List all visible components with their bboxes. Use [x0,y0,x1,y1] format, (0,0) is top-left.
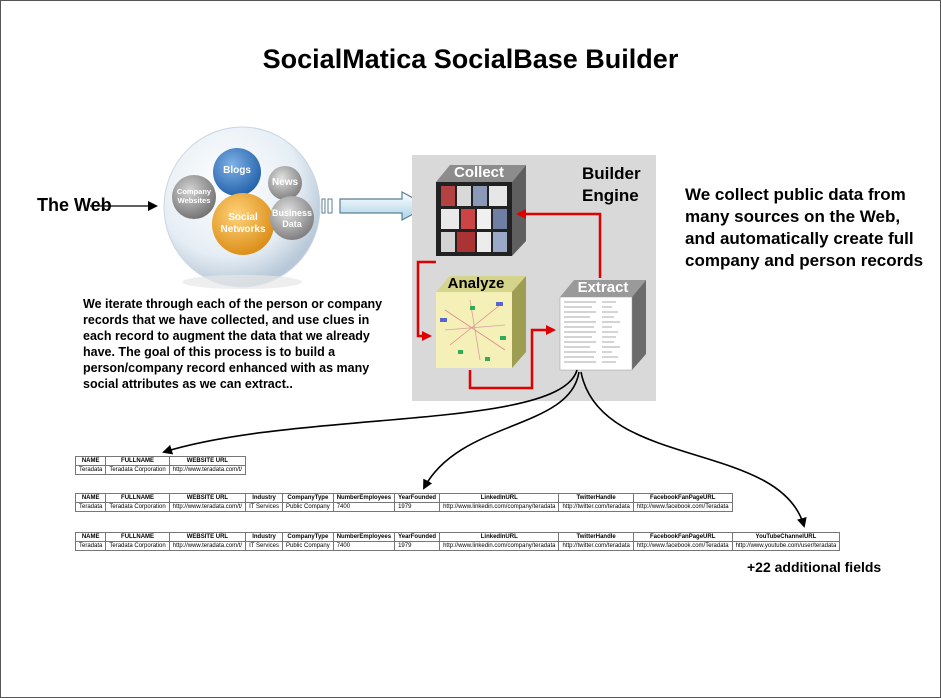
collect-to-analyze-arrow [416,260,436,341]
column-header: Industry [245,532,284,542]
column-header: CompanyType [282,493,334,503]
table-row: Teradata Teradata Corporation http://www… [74,541,841,551]
table-header-row: NAME FULLNAME WEBSITE URL Industry Compa… [74,532,841,542]
column-header: NumberEmployees [332,493,396,503]
column-header: NAME [74,493,107,503]
collect-description: We collect public data from many sources… [685,185,924,270]
business-data-label: Business Data [271,208,313,229]
column-header: FULLNAME [105,532,170,542]
analyze-cube [436,276,526,368]
column-header: NAME [74,456,107,466]
additional-fields-note: +22 additional fields [747,559,882,575]
table-header-row: NAME FULLNAME WEBSITE URL Industry Compa… [74,493,733,503]
column-header: YearFounded [394,493,441,503]
table-cell: http://www.facebook.com/Teradata [632,502,733,512]
news-bubble-icon [268,166,302,200]
table-cell: Public Company [282,502,334,512]
business-data-bubble-icon [270,196,314,240]
column-header: TwitterHandle [558,532,634,542]
column-header: FULLNAME [105,493,170,503]
web-label: The Web [37,195,112,215]
table-cell: http://www.teradata.com/t/ [168,541,247,551]
table-cell: http://www.linkedin.com/company/teradata [439,541,560,551]
table-cell: 1979 [394,541,441,551]
column-header: TwitterHandle [558,493,634,503]
output-arrow-basic [162,369,578,455]
table-cell: 7400 [332,541,396,551]
extract-label: Extract [577,279,629,296]
analyze-label: Analyze [447,275,505,292]
record-table-basic: NAME FULLNAME WEBSITE URL Teradata Terad… [74,456,247,475]
extract-to-collect-arrow [516,209,602,278]
company-websites-bubble-icon [172,175,216,219]
table-header-row: NAME FULLNAME WEBSITE URL [74,456,247,466]
column-header: WEBSITE URL [168,493,247,503]
table-cell: http://www.linkedin.com/company/teradata [439,502,560,512]
table-cell: Teradata Corporation [105,541,170,551]
table-cell: Teradata [74,465,107,475]
output-arrow-extended [423,371,580,490]
analyze-to-extract-arrow [468,325,556,390]
record-table-full: NAME FULLNAME WEBSITE URL Industry Compa… [74,532,841,551]
blogs-label: Blogs [223,165,251,176]
social-networks-bubble-icon [212,193,274,255]
table-cell: http://www.teradata.com/t/ [168,465,247,475]
table-cell: Public Company [282,541,334,551]
column-header: FacebookFanPageURL [632,532,733,542]
table-row: Teradata Teradata Corporation http://www… [74,502,733,512]
table-cell: Teradata [74,502,107,512]
table-cell: http://www.youtube.com/user/teradata [731,541,841,551]
column-header: FULLNAME [105,456,170,466]
table-cell: 1979 [394,502,441,512]
column-header: NAME [74,532,107,542]
table-cell: http://twitter.com/teradata [558,541,634,551]
iterate-description: We iterate through each of the person or… [83,297,383,391]
table-row: Teradata Teradata Corporation http://www… [74,465,247,475]
blogs-bubble-icon [213,148,261,196]
record-table-extended: NAME FULLNAME WEBSITE URL Industry Compa… [74,493,733,512]
table-cell: 7400 [332,502,396,512]
company-websites-label: Company Websites [176,187,212,205]
collect-label: Collect [453,164,504,181]
news-label: News [271,177,299,188]
column-header: WEBSITE URL [168,456,247,466]
table-cell: IT Services [245,541,284,551]
column-header: YearFounded [394,532,441,542]
column-header: YouTubeChannelURL [731,532,841,542]
column-header: LinkedInURL [439,532,560,542]
extract-cube [559,280,646,371]
table-cell: Teradata Corporation [105,465,170,475]
table-cell: Teradata [74,541,107,551]
builder-engine-label: Builder Engine [582,164,641,205]
table-cell: http://www.teradata.com/t/ [168,502,247,512]
table-cell: IT Services [245,502,284,512]
column-header: WEBSITE URL [168,532,247,542]
table-cell: Teradata Corporation [105,502,170,512]
column-header: NumberEmployees [332,532,396,542]
social-networks-label: Social Networks [220,212,266,235]
column-header: Industry [245,493,284,503]
table-cell: http://twitter.com/teradata [558,502,634,512]
table-cell: http://www.facebook.com/Teradata [632,541,733,551]
column-header: LinkedInURL [439,493,560,503]
column-header: FacebookFanPageURL [632,493,733,503]
page-title: SocialMatica SocialBase Builder [262,44,679,74]
output-arrow-full [580,371,807,528]
column-header: CompanyType [282,532,334,542]
